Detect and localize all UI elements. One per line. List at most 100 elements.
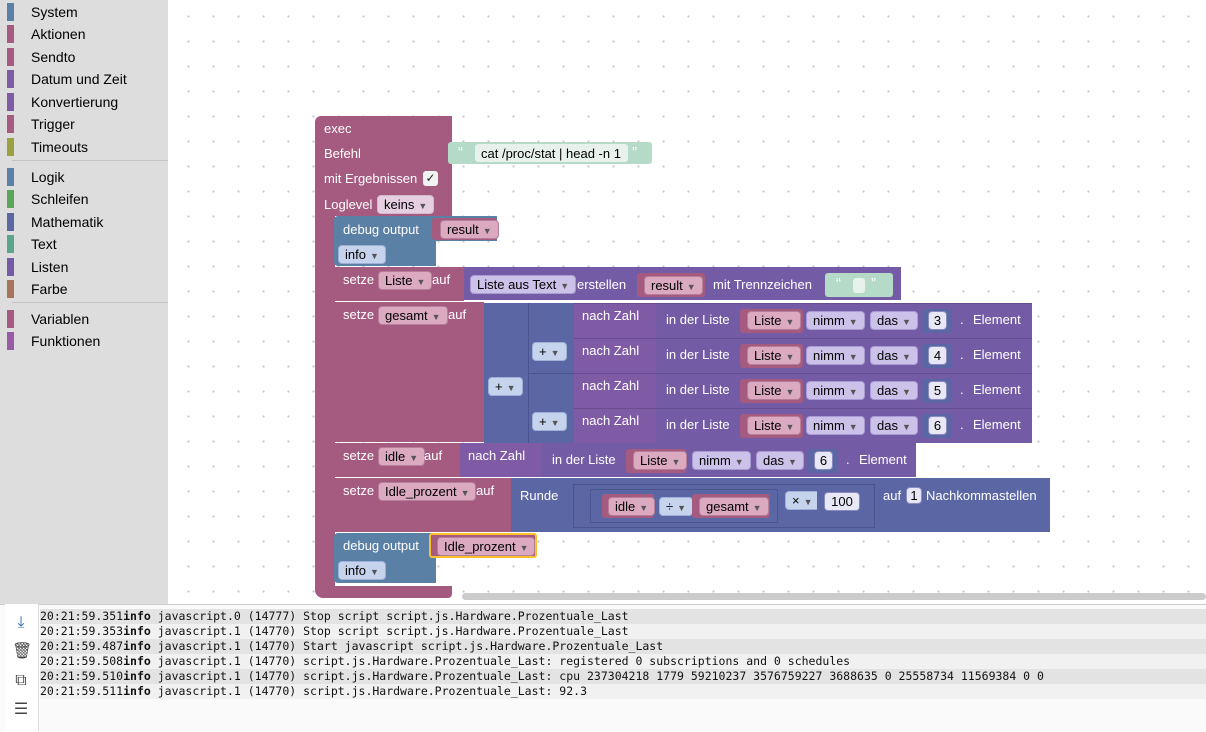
number-field[interactable]: 5 (928, 381, 947, 400)
results-checkbox[interactable]: ✓ (423, 171, 438, 186)
chevron-down-icon: ▼ (671, 457, 681, 467)
math-op-dropdown-divide[interactable]: ÷▼ (659, 497, 694, 516)
variable-dropdown-gesamt-2[interactable]: gesamt▼ (699, 497, 769, 516)
variable-dropdown-liste[interactable]: Liste▼ (378, 271, 433, 290)
delimiter-text-field[interactable] (853, 278, 865, 293)
das-dropdown[interactable]: das▼ (870, 311, 918, 330)
toolbox-category-logik[interactable]: Logik (0, 166, 168, 188)
toolbox-category-konvertierung[interactable]: Konvertierung (0, 91, 168, 113)
variable-dropdown-gesamt[interactable]: gesamt▼ (378, 306, 448, 325)
to-number-block[interactable] (574, 338, 656, 373)
number-field-factor[interactable]: 100 (824, 492, 860, 511)
category-label: Mathematik (31, 214, 104, 230)
log-level: info (123, 609, 151, 623)
chevron-down-icon: ▼ (460, 488, 470, 498)
toolbox-category-aktionen[interactable]: Aktionen (0, 23, 168, 45)
copy-icon[interactable]: ⧉ (15, 672, 27, 689)
variable-name: Idle_prozent (444, 539, 516, 554)
nimm-dropdown[interactable]: nimm▼ (806, 311, 865, 330)
workspace-horizontal-scrollbar[interactable] (462, 593, 1206, 600)
toolbox-category-schleifen[interactable]: Schleifen (0, 188, 168, 210)
filter-list-icon[interactable]: ☰ (13, 701, 29, 718)
toolbox-category-datum-und-zeit[interactable]: Datum und Zeit (0, 68, 168, 90)
nimm-dropdown[interactable]: nimm▼ (806, 346, 865, 365)
clear-log-icon[interactable]: 🗑 (12, 643, 33, 660)
chevron-down-icon: ▼ (848, 422, 858, 432)
log-time: 20:21:59.511 (40, 684, 124, 698)
decimals-field[interactable]: 1 (906, 487, 922, 504)
das-dropdown[interactable]: das▼ (870, 381, 918, 400)
nimm-dropdown[interactable]: nimm▼ (806, 416, 865, 435)
loglevel-dropdown[interactable]: keins▼ (377, 195, 435, 214)
quote-open-icon: “ (836, 275, 841, 292)
category-color-swatch (7, 138, 14, 156)
math-add-block-inner-1[interactable] (528, 303, 574, 373)
dot-label: . (960, 382, 964, 397)
variable-dropdown-idle-2[interactable]: idle▼ (608, 497, 656, 516)
log-message: javascript.1 (14770) script.js.Hardware.… (157, 654, 851, 668)
log-time: 20:21:59.487 (40, 639, 124, 653)
variable-name: Liste (754, 313, 782, 328)
math-op-dropdown-outer[interactable]: +▼ (488, 377, 523, 396)
math-add-block-inner-2[interactable] (528, 373, 574, 443)
variable-dropdown-idle-prozent[interactable]: Idle_prozent▼ (378, 482, 477, 501)
toolbox-category-mathematik[interactable]: Mathematik (0, 211, 168, 233)
toolbox-category-text[interactable]: Text (0, 233, 168, 255)
debug-level-dropdown-2[interactable]: info▼ (338, 561, 386, 580)
variable-dropdown-result[interactable]: result▼ (440, 220, 499, 239)
toolbox-category-farbe[interactable]: Farbe (0, 278, 168, 300)
variable-dropdown-liste[interactable]: Liste▼ (747, 311, 802, 330)
toolbox-category-variablen[interactable]: Variablen (0, 308, 168, 330)
exec-results-label: mit Ergebnissen (324, 171, 418, 186)
toolbox-category-timeouts[interactable]: Timeouts (0, 136, 168, 158)
to-number-block[interactable] (574, 408, 656, 443)
toolbox-category-system[interactable]: System (0, 1, 168, 23)
command-text-field[interactable] (475, 144, 628, 162)
nimm-dropdown[interactable]: nimm▼ (692, 451, 751, 470)
math-op-dropdown-multiply[interactable]: ×▼ (785, 491, 820, 510)
das-dropdown[interactable]: das▼ (870, 416, 918, 435)
chevron-down-icon: ▼ (901, 387, 911, 397)
math-op-dropdown-1[interactable]: +▼ (532, 342, 567, 361)
nimm-value: nimm (813, 383, 845, 398)
set-gesamt-block[interactable] (334, 302, 484, 442)
das-dropdown[interactable]: das▼ (870, 346, 918, 365)
scroll-down-icon[interactable]: ⤓ (17, 614, 25, 631)
number-field[interactable]: 6 (928, 416, 947, 435)
number-field[interactable]: 6 (814, 451, 833, 470)
to-number-block[interactable] (574, 303, 656, 338)
nimm-dropdown[interactable]: nimm▼ (806, 381, 865, 400)
variable-dropdown-liste[interactable]: Liste▼ (747, 416, 802, 435)
chevron-down-icon: ▼ (369, 567, 379, 577)
to-number-block-idle[interactable] (460, 443, 542, 477)
toolbox-category-funktionen[interactable]: Funktionen (0, 330, 168, 352)
chevron-down-icon: ▼ (431, 312, 441, 322)
math-op-dropdown-2[interactable]: +▼ (532, 412, 567, 431)
debug-level-dropdown-1[interactable]: info▼ (338, 245, 386, 264)
chevron-down-icon: ▼ (785, 387, 795, 397)
das-dropdown[interactable]: das▼ (756, 451, 804, 470)
log-entry: 20:21:59.353info javascript.1 (14770) St… (40, 624, 1206, 639)
log-message: javascript.0 (14777) Stop script script.… (157, 609, 629, 623)
log-message: javascript.1 (14770) Start javascript sc… (157, 639, 664, 653)
toolbox-category-trigger[interactable]: Trigger (0, 113, 168, 135)
number-field[interactable]: 4 (928, 346, 947, 365)
list-mode-dropdown[interactable]: Liste aus Text▼ (470, 275, 577, 294)
variable-dropdown-result-2[interactable]: result▼ (644, 276, 703, 295)
dot-label: . (960, 312, 964, 327)
variable-dropdown-idle-prozent-2[interactable]: Idle_prozent▼ (437, 537, 536, 556)
variable-dropdown-idle[interactable]: idle▼ (378, 447, 426, 466)
toolbox-category-sendto[interactable]: Sendto (0, 46, 168, 68)
toolbox-category-listen[interactable]: Listen (0, 256, 168, 278)
variable-dropdown-liste[interactable]: Liste▼ (747, 346, 802, 365)
to-number-block[interactable] (574, 373, 656, 408)
number-field[interactable]: 3 (928, 311, 947, 330)
variable-dropdown-liste[interactable]: Liste▼ (633, 451, 688, 470)
chevron-down-icon: ▼ (803, 497, 813, 507)
das-value: das (877, 418, 898, 433)
variable-name: gesamt (706, 499, 749, 514)
variable-dropdown-liste[interactable]: Liste▼ (747, 381, 802, 400)
nach-zahl-label: nach Zahl (468, 448, 526, 463)
auf-label: auf (883, 488, 902, 503)
in-der-liste-label: in der Liste (666, 382, 730, 397)
